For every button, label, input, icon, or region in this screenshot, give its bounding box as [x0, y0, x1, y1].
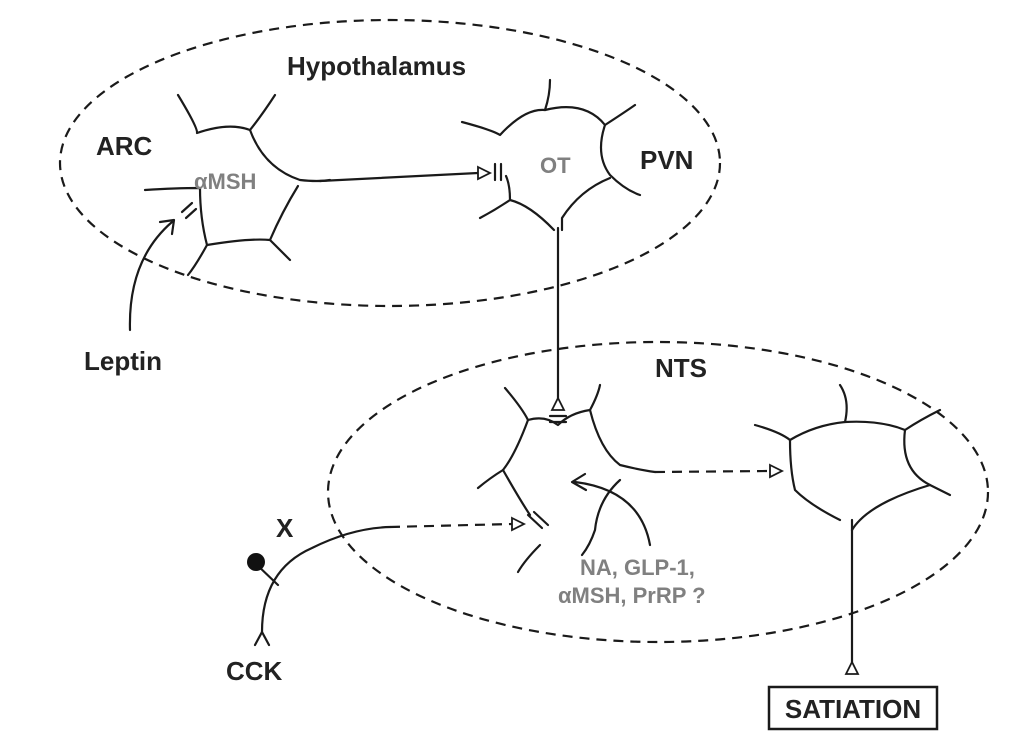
nts-signals-line2: αMSH, PrRP ? — [558, 583, 706, 608]
nts-output-neuron — [753, 383, 952, 532]
arc-label: ARC — [96, 131, 153, 161]
hypothalamus-region-outline — [58, 18, 722, 308]
cck-afferent — [247, 510, 550, 647]
arc-neuron-label: αMSH — [194, 169, 256, 194]
x-label: X — [276, 513, 294, 543]
cck-label: CCK — [226, 656, 283, 686]
pvn-neuron-label: OT — [540, 153, 571, 178]
nts-region-outline — [326, 340, 990, 644]
leptin-label: Leptin — [84, 346, 162, 376]
arc-to-pvn-axon — [318, 171, 480, 183]
cck-receptor-blocked-dot — [247, 553, 265, 571]
hypothalamus-label: Hypothalamus — [287, 51, 466, 81]
satiation-label: SATIATION — [785, 694, 921, 724]
nts-integrating-neuron — [476, 383, 657, 574]
satiation-synapse — [844, 659, 860, 675]
arc-to-pvn-synapse — [477, 165, 493, 181]
nts-signals-line1: NA, GLP-1, — [580, 555, 695, 580]
nts-signal-arrow — [573, 480, 652, 547]
leptin-arrow — [128, 220, 174, 332]
pvn-label: PVN — [640, 145, 693, 175]
nts-interneuron-link — [654, 469, 771, 474]
satiation-box — [767, 685, 939, 731]
pvn-neuron — [460, 78, 642, 232]
pvn-to-nts-synapse — [550, 395, 566, 411]
nts-label: NTS — [655, 353, 707, 383]
